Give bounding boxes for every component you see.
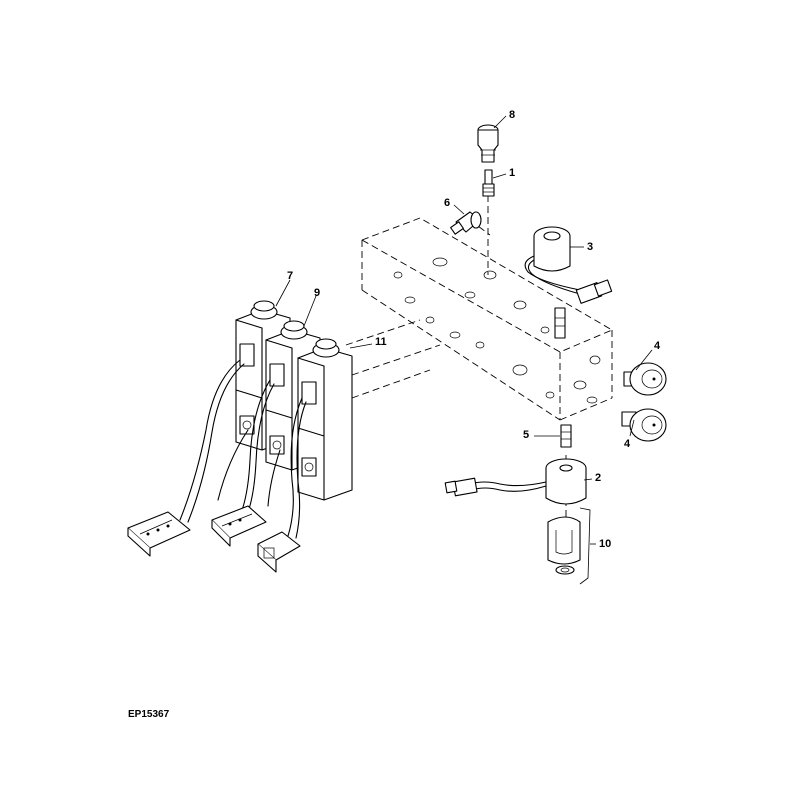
- callouts: 8 1 6 3 7 9 11 4 4 5 2 10: [287, 109, 661, 550]
- callout-4-lower: 4: [624, 438, 631, 450]
- part-4-valve-upper: [623, 362, 667, 396]
- part-3-solenoid: [524, 226, 613, 339]
- part-1-cartridge: [482, 169, 495, 197]
- connector-plug-3: [257, 531, 301, 573]
- callout-5: 5: [523, 429, 529, 441]
- connector-plug-1: [127, 511, 191, 557]
- callout-8: 8: [509, 109, 515, 121]
- part-6-fitting: [450, 211, 482, 235]
- callout-7: 7: [287, 270, 293, 282]
- leader-lines: [275, 115, 653, 585]
- callout-6: 6: [444, 197, 450, 209]
- callout-3: 3: [587, 241, 593, 253]
- connector-plug-2: [211, 505, 267, 547]
- part-9-sleeve: [547, 516, 581, 575]
- part-4-valve-lower: [621, 408, 667, 442]
- manifold-block: [345, 195, 614, 520]
- callout-9: 10: [599, 538, 611, 550]
- callout-11: 11: [375, 336, 387, 348]
- callout-2: 2: [595, 472, 601, 484]
- valve-stack: [127, 300, 353, 573]
- valve-11: [297, 338, 353, 501]
- callout-1: 1: [509, 167, 515, 179]
- figure-id-label: EP15367: [128, 709, 170, 720]
- part-2-solenoid: [444, 458, 587, 505]
- callout-4-upper: 4: [654, 340, 661, 352]
- callout-10: 9: [314, 287, 320, 299]
- part-5-stem: [560, 424, 572, 448]
- part-8-cap: [477, 124, 499, 163]
